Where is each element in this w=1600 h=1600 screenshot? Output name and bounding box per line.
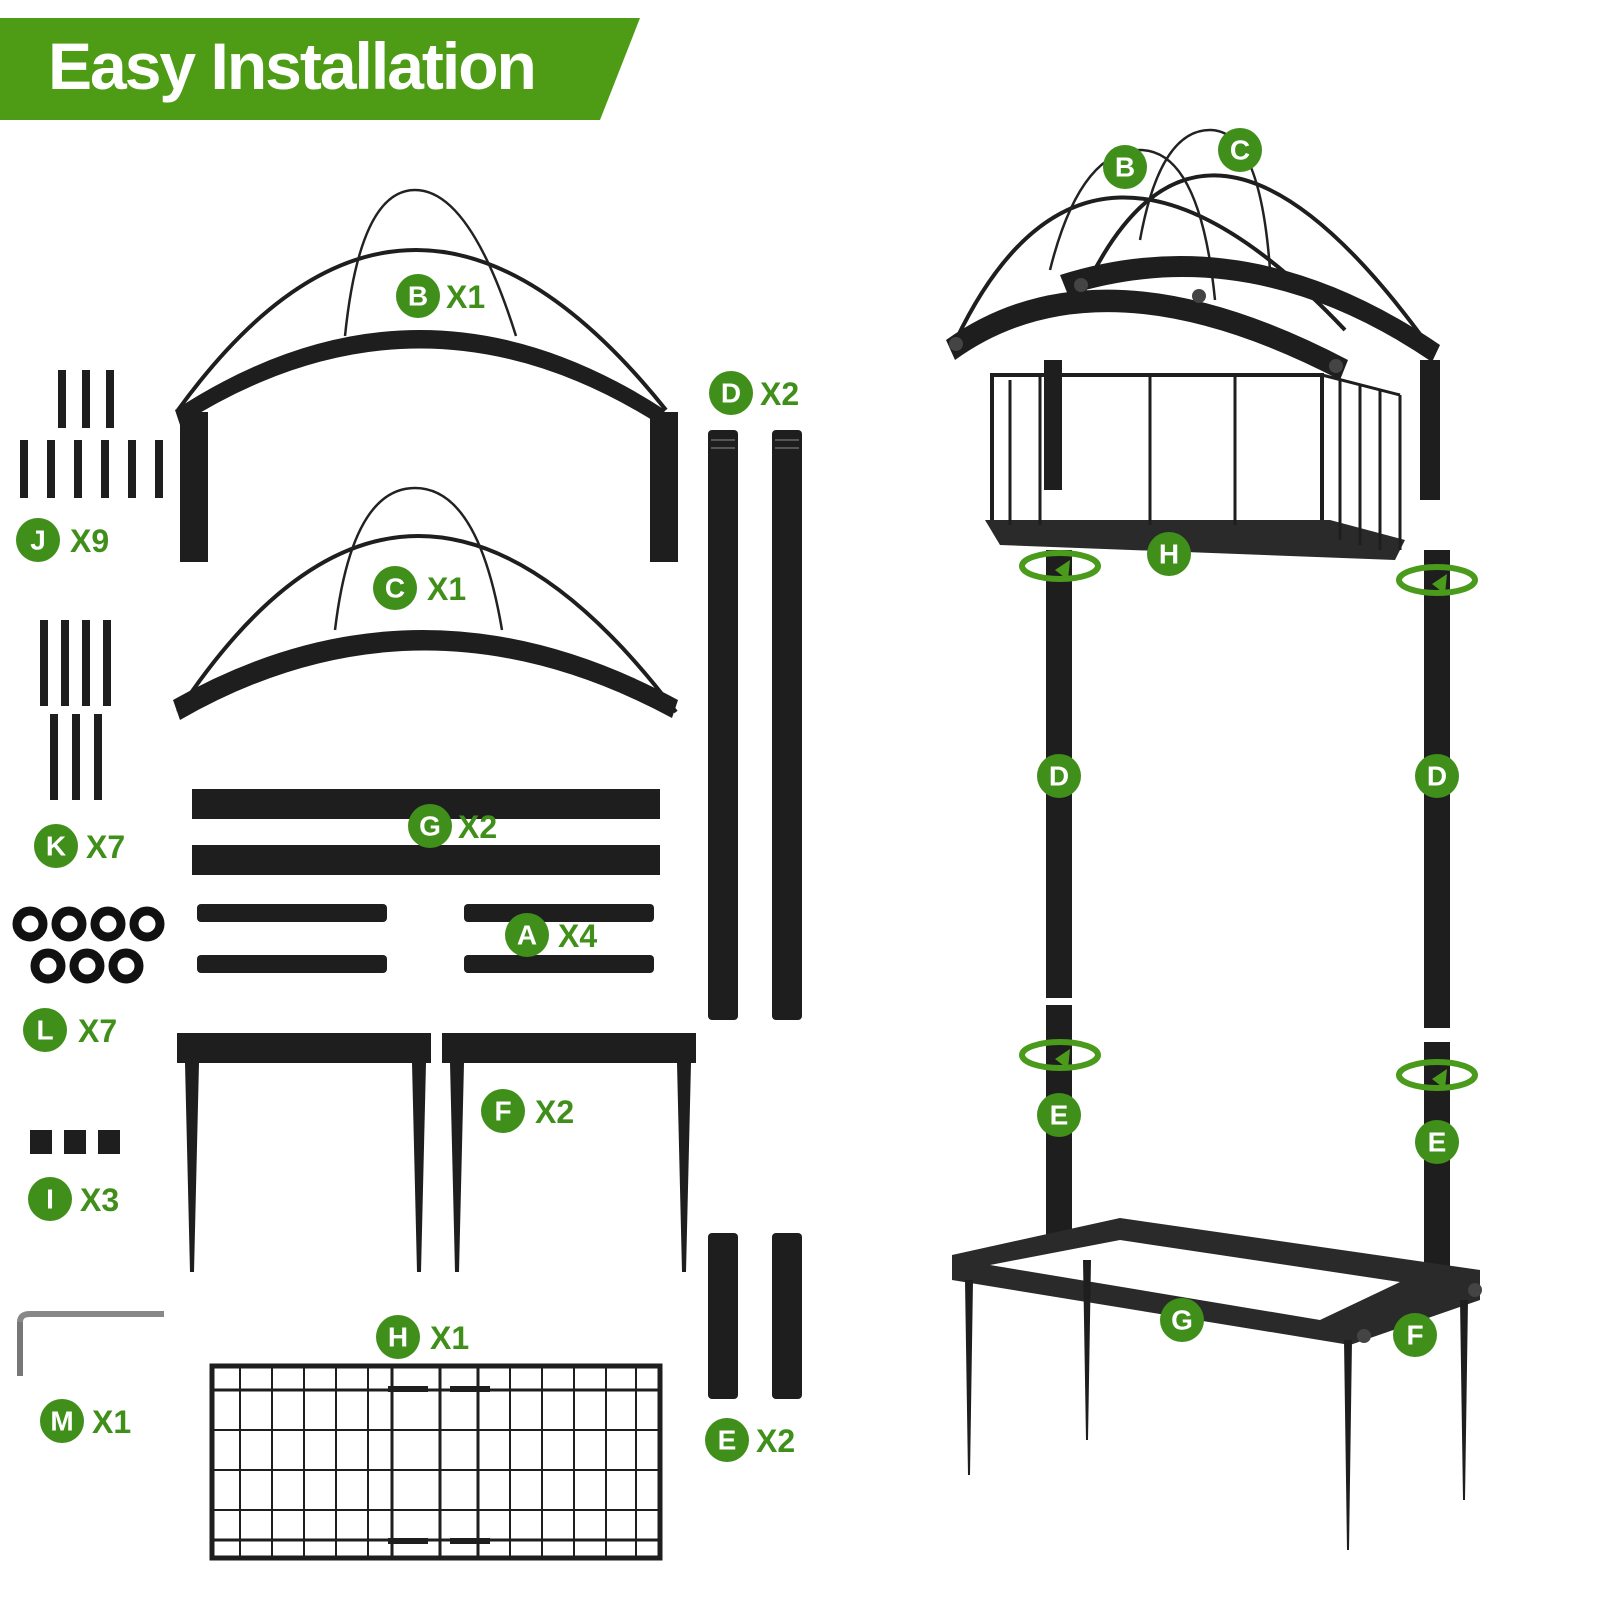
svg-text:D: D bbox=[1427, 761, 1447, 792]
part-b-illustration bbox=[175, 188, 678, 562]
part-m-label: M X1 bbox=[40, 1399, 131, 1443]
svg-text:F: F bbox=[1406, 1320, 1423, 1351]
part-k-illustration bbox=[40, 620, 111, 800]
part-h-qty: X1 bbox=[430, 1320, 469, 1356]
part-l-illustration bbox=[12, 906, 165, 984]
header-banner: Easy Installation bbox=[0, 18, 640, 120]
part-c-illustration bbox=[173, 486, 678, 720]
part-l-label: L X7 bbox=[23, 1008, 117, 1052]
part-c-letter: C bbox=[385, 573, 405, 604]
part-c-label: C X1 bbox=[373, 566, 466, 610]
svg-text:B: B bbox=[1115, 152, 1135, 183]
part-g-letter: G bbox=[419, 811, 441, 842]
part-h-illustration bbox=[209, 1363, 663, 1561]
assembly-label-h: H bbox=[1147, 532, 1191, 576]
assembly-label-d-right: D bbox=[1415, 754, 1459, 798]
part-m-illustration bbox=[17, 1311, 164, 1376]
part-f-qty: X2 bbox=[535, 1094, 574, 1130]
svg-text:E: E bbox=[1050, 1100, 1069, 1131]
part-i-label: I X3 bbox=[28, 1177, 119, 1221]
rotation-arrow-lower-right bbox=[1396, 1059, 1478, 1091]
part-l-qty: X7 bbox=[78, 1013, 117, 1049]
part-b-qty: X1 bbox=[446, 279, 485, 315]
part-k-qty: X7 bbox=[86, 829, 125, 865]
svg-text:G: G bbox=[1171, 1305, 1193, 1336]
assembly-label-b: B bbox=[1103, 145, 1147, 189]
part-j-qty: X9 bbox=[70, 523, 109, 559]
part-f-letter: F bbox=[494, 1096, 511, 1127]
part-e-letter: E bbox=[718, 1425, 737, 1456]
assembly-label-d-left: D bbox=[1037, 754, 1081, 798]
part-g-label: G X2 bbox=[408, 804, 497, 848]
part-j-label: J X9 bbox=[16, 518, 109, 562]
part-g-qty: X2 bbox=[458, 809, 497, 845]
part-i-letter: I bbox=[46, 1184, 54, 1215]
svg-text:D: D bbox=[1049, 761, 1069, 792]
part-i-illustration bbox=[30, 1130, 120, 1154]
assembly-label-f: F bbox=[1393, 1313, 1437, 1357]
part-k-letter: K bbox=[46, 831, 66, 862]
part-m-letter: M bbox=[50, 1406, 73, 1437]
part-f-illustration bbox=[177, 1033, 696, 1272]
rotation-arrow-upper-right bbox=[1396, 564, 1478, 596]
assembly-label-g: G bbox=[1160, 1298, 1204, 1342]
part-d-qty: X2 bbox=[760, 376, 799, 412]
part-f-label: F X2 bbox=[481, 1089, 574, 1133]
svg-text:E: E bbox=[1428, 1127, 1447, 1158]
assembly-label-e-left: E bbox=[1037, 1093, 1081, 1137]
part-l-letter: L bbox=[36, 1015, 53, 1046]
assembled-basket bbox=[985, 373, 1405, 560]
part-a-illustration bbox=[197, 904, 654, 973]
part-d-letter: D bbox=[721, 378, 741, 409]
part-a-label: A X4 bbox=[505, 913, 597, 957]
part-h-label: H X1 bbox=[376, 1315, 469, 1359]
part-a-letter: A bbox=[517, 920, 537, 951]
part-a-qty: X4 bbox=[558, 918, 597, 954]
banner-background bbox=[0, 18, 640, 120]
svg-text:H: H bbox=[1159, 539, 1179, 570]
part-e-label: E X2 bbox=[705, 1418, 795, 1462]
page-title: Easy Installation bbox=[48, 29, 535, 103]
part-j-letter: J bbox=[30, 525, 46, 556]
part-j-illustration bbox=[20, 370, 163, 498]
part-c-qty: X1 bbox=[427, 571, 466, 607]
part-i-qty: X3 bbox=[80, 1182, 119, 1218]
part-h-letter: H bbox=[388, 1322, 408, 1353]
part-d-illustration bbox=[708, 430, 802, 1020]
part-e-qty: X2 bbox=[756, 1423, 795, 1459]
part-k-label: K X7 bbox=[34, 824, 125, 868]
svg-text:C: C bbox=[1230, 135, 1250, 166]
assembly-label-e-right: E bbox=[1415, 1120, 1459, 1164]
assembly-label-c: C bbox=[1218, 128, 1262, 172]
part-b-letter: B bbox=[408, 281, 428, 312]
part-e-illustration bbox=[708, 1233, 802, 1399]
part-m-qty: X1 bbox=[92, 1404, 131, 1440]
rotation-arrow-upper-left bbox=[1019, 550, 1101, 582]
rotation-arrow-lower-left bbox=[1019, 1039, 1101, 1071]
part-d-label: D X2 bbox=[709, 371, 799, 415]
part-b-label: B X1 bbox=[396, 274, 485, 318]
